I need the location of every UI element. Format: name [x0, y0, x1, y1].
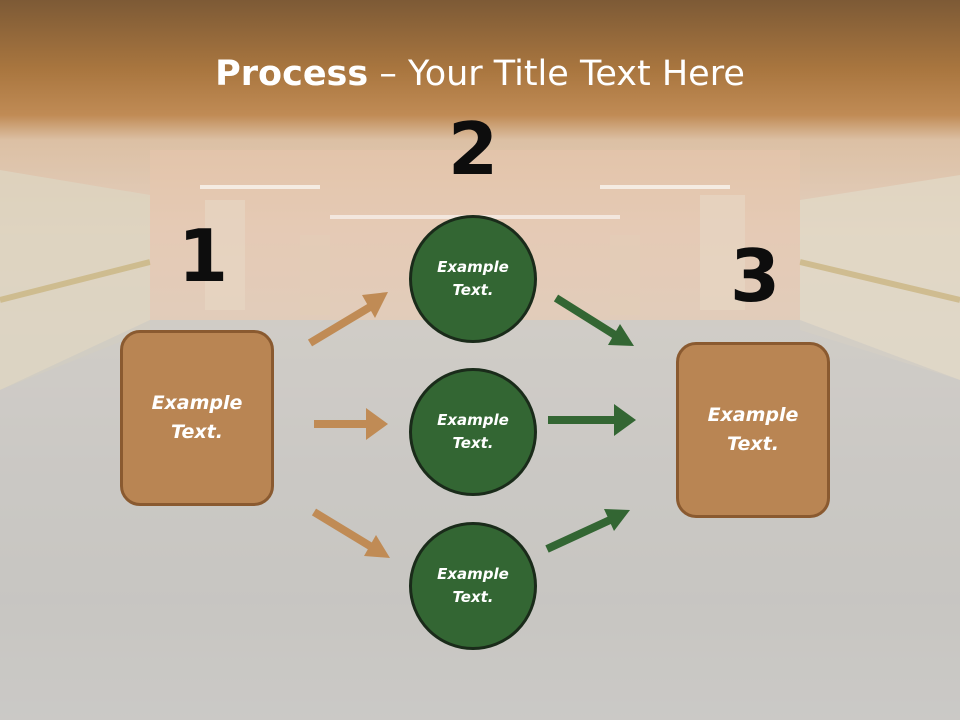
- title-bold-part: Process: [215, 54, 369, 94]
- arrow-left-to-bottom: [311, 508, 390, 558]
- arrow-left-to-middle: [314, 408, 388, 440]
- arrow-top-to-right: [553, 294, 634, 346]
- arrow-middle-to-right: [548, 404, 636, 436]
- arrow-left-to-top: [307, 292, 388, 347]
- slide-title: Process – Your Title Text Here: [0, 52, 960, 96]
- step-number-3: 3: [730, 234, 781, 318]
- step-number-2: 2: [448, 107, 499, 191]
- arrow-bottom-to-right: [545, 509, 630, 553]
- step-number-1: 1: [178, 214, 229, 298]
- title-rest-part: – Your Title Text Here: [368, 54, 745, 94]
